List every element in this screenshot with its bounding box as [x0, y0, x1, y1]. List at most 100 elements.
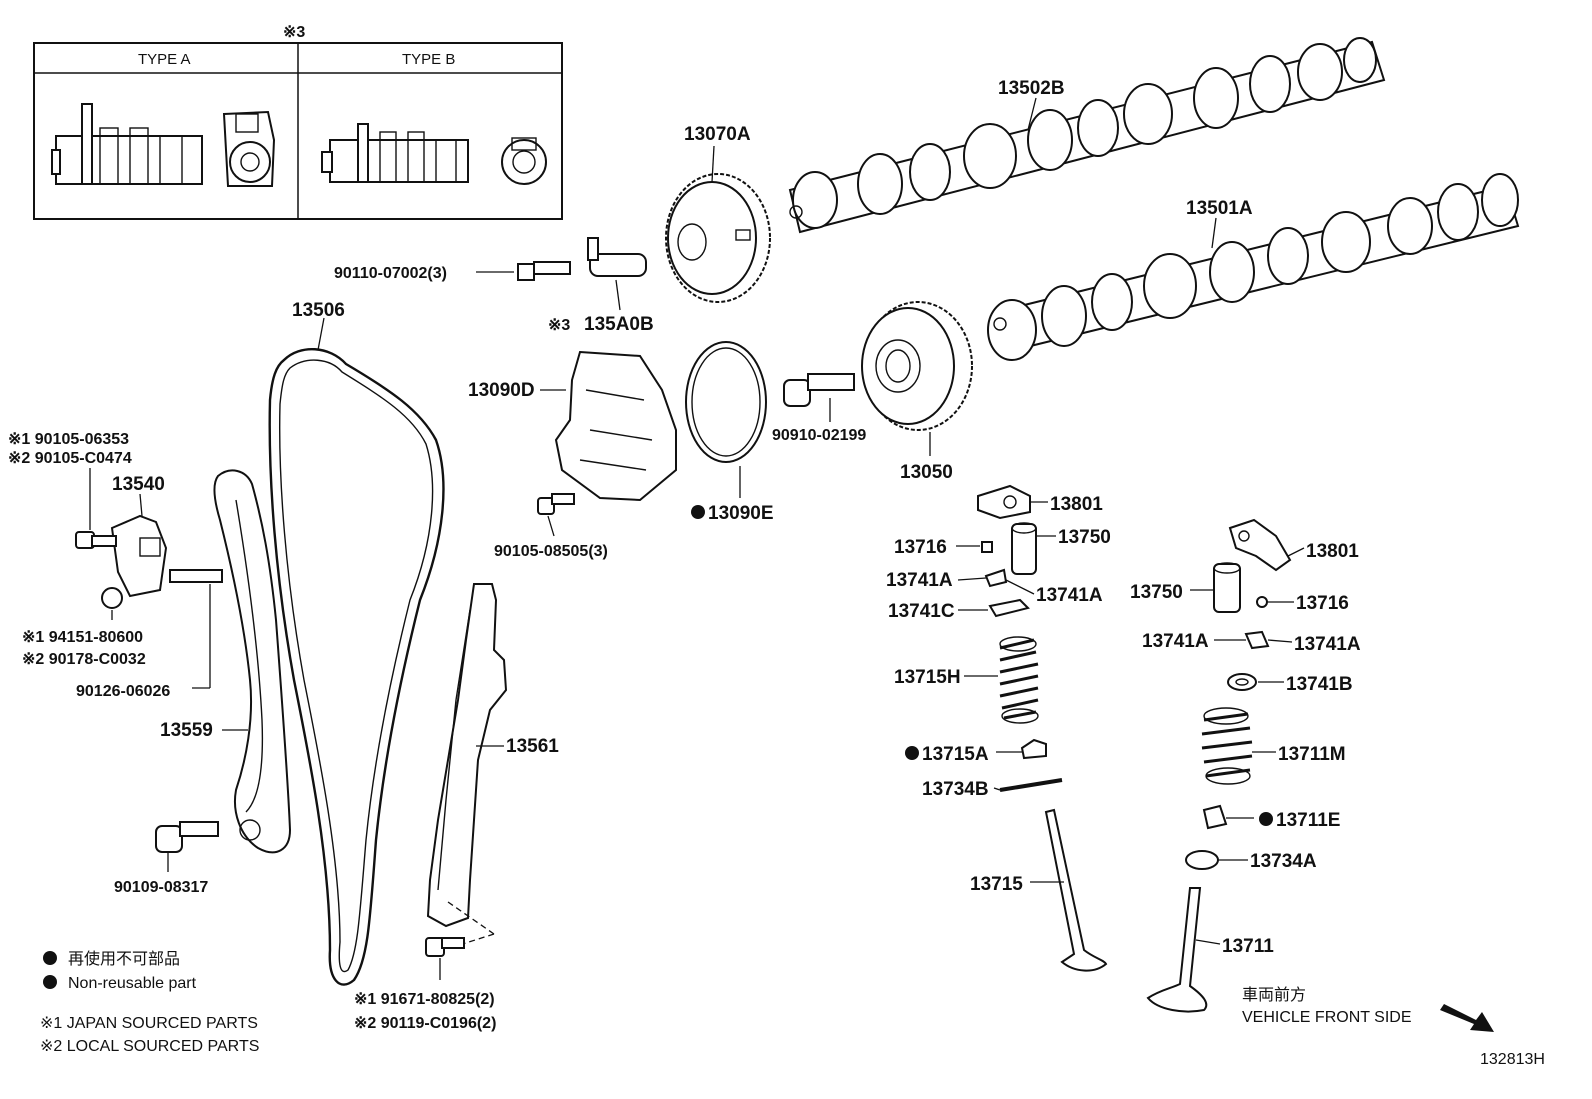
leader-lines: [89, 97, 1305, 980]
bolt-90110: [517, 261, 571, 281]
label-13506: 13506: [292, 300, 345, 321]
label-13801-left: 13801: [1050, 494, 1103, 515]
front-arrow-icon: [1440, 1004, 1494, 1032]
bolt-90105-08505: [537, 493, 575, 515]
nonreusable-dot-13090E: [691, 505, 705, 519]
camshaft-timing-valve-135A0B: [587, 237, 647, 277]
inset-marker: ※3: [283, 24, 305, 41]
legend-japan-sourced: ※1 JAPAN SOURCED PARTS: [40, 1015, 258, 1032]
legend-dot-en: [43, 975, 57, 989]
type-a-oil-control-valve: [51, 103, 203, 185]
type-b-valve-end-view: [501, 137, 547, 185]
label-90910-02199: 90910-02199: [772, 427, 866, 444]
valve-spring-13711M: [1201, 707, 1253, 785]
label-13711: 13711: [1222, 936, 1274, 957]
valve-keeper-13741A-right: [1244, 630, 1270, 650]
exhaust-vvt-sprocket: [665, 173, 771, 303]
timing-chain-13506: [268, 347, 445, 986]
label-13070A: 13070A: [684, 124, 751, 145]
label-13715: 13715: [970, 874, 1023, 895]
bolt-91671: [425, 937, 465, 957]
label-13501A: 13501A: [1186, 198, 1253, 219]
label-90105-06353: ※1 90105-06353: [8, 431, 129, 448]
intake-camshaft: [987, 173, 1520, 361]
label-13716-left: 13716: [894, 537, 947, 558]
label-13750-left: 13750: [1058, 527, 1111, 548]
label-13050: 13050: [900, 462, 953, 483]
exhaust-camshaft: [788, 37, 1386, 234]
type-a-valve-end-view: [222, 110, 276, 187]
legend-local-sourced: ※2 LOCAL SOURCED PARTS: [40, 1038, 259, 1055]
lash-adjuster-13750-right: [1213, 562, 1241, 613]
label-13559: 13559: [160, 720, 213, 741]
label-13711M: 13711M: [1278, 744, 1346, 765]
exhaust-valve-13715: [1044, 808, 1108, 972]
nonreusable-dot-13711E: [1259, 812, 1273, 826]
label-13750-right: 13750: [1130, 582, 1183, 603]
legend: 再使用不可部品 Non-reusable part ※1 JAPAN SOURC…: [40, 950, 259, 1055]
gasket-13090E: [685, 341, 767, 463]
label-13561: 13561: [506, 736, 559, 757]
label-13502B: 13502B: [998, 78, 1065, 99]
legend-nonreusable-jp: 再使用不可部品: [68, 950, 180, 968]
label-135A0B-marker: ※3: [548, 317, 570, 334]
label-13716-right: 13716: [1296, 593, 1349, 614]
chain-slipper-guide-13559: [213, 469, 292, 854]
label-13741A-right-1: 13741A: [1142, 631, 1209, 652]
inset-type-a-label: TYPE A: [138, 51, 191, 68]
label-90178-C0032: ※2 90178-C0032: [22, 651, 146, 668]
label-13090E: 13090E: [708, 503, 774, 524]
inset-type-b-label: TYPE B: [402, 51, 455, 68]
label-90110-07002: 90110-07002(3): [334, 265, 447, 282]
legend-dot-jp: [43, 951, 57, 965]
valve-keeper-13741A-left: [984, 568, 1008, 588]
label-13741A-left-2: 13741A: [1036, 585, 1103, 606]
valve-guide-13734B: [999, 778, 1063, 792]
intake-vvt-sprocket: [861, 301, 973, 431]
nut-94151: [101, 587, 123, 609]
callout-labels: 13502B 13501A 13070A 90110-07002(3) ※3 1…: [8, 78, 1361, 1032]
label-90109-08317: 90109-08317: [114, 879, 208, 896]
chain-guide-13561: [426, 583, 508, 949]
chain-tensioner-13540: [110, 514, 168, 598]
label-91671-80825: ※1 91671-80825(2): [354, 991, 495, 1008]
label-90126-06026: 90126-06026: [76, 683, 170, 700]
label-135A0B: 135A0B: [584, 314, 654, 335]
direction-en: VEHICLE FRONT SIDE: [1242, 1009, 1412, 1026]
direction-jp: 車両前方: [1242, 986, 1306, 1004]
bolt-90105-06353: [75, 531, 117, 549]
bolt-90910: [783, 373, 855, 407]
label-13741C: 13741C: [888, 601, 955, 622]
timing-chain-cover-13090D: [554, 350, 677, 502]
valve-stem-seal-13711E: [1202, 804, 1228, 830]
valve-spring-13715H: [999, 636, 1039, 724]
label-90119-C0196: ※2 90119-C0196(2): [354, 1015, 496, 1032]
label-13540: 13540: [112, 474, 165, 495]
vehicle-direction: 車両前方 VEHICLE FRONT SIDE: [1242, 986, 1494, 1032]
nonreusable-dot-13715A: [905, 746, 919, 760]
valve-guide-13734A: [1185, 850, 1219, 870]
label-90105-C0474: ※2 90105-C0474: [8, 450, 132, 467]
spring-seat-13741B: [1227, 673, 1257, 691]
label-13090D: 13090D: [468, 380, 535, 401]
cap-13716-right: [1256, 596, 1268, 608]
label-13741A-left-1: 13741A: [886, 570, 953, 591]
legend-nonreusable-en: Non-reusable part: [68, 975, 197, 992]
spring-retainer-13741C: [988, 598, 1030, 618]
label-13741A-right-2: 13741A: [1294, 634, 1361, 655]
label-94151-80600: ※1 94151-80600: [22, 629, 143, 646]
label-13734A: 13734A: [1250, 851, 1317, 872]
rocker-arm-13801-left: [977, 484, 1031, 520]
cap-13716-left: [981, 541, 993, 553]
valve-stem-seal-13715A: [1020, 738, 1047, 760]
diagram-code: 132813H: [1480, 1051, 1545, 1068]
label-13801-right: 13801: [1306, 541, 1359, 562]
label-13715A: 13715A: [922, 744, 989, 765]
stud-90126: [169, 569, 223, 583]
type-b-oil-control-valve: [321, 123, 469, 183]
lash-adjuster-13750-left: [1011, 522, 1037, 575]
rocker-arm-13801-right: [1228, 518, 1292, 572]
type-inset: ※3 TYPE A TYPE B: [33, 24, 563, 220]
intake-valve-13711: [1146, 887, 1208, 1013]
